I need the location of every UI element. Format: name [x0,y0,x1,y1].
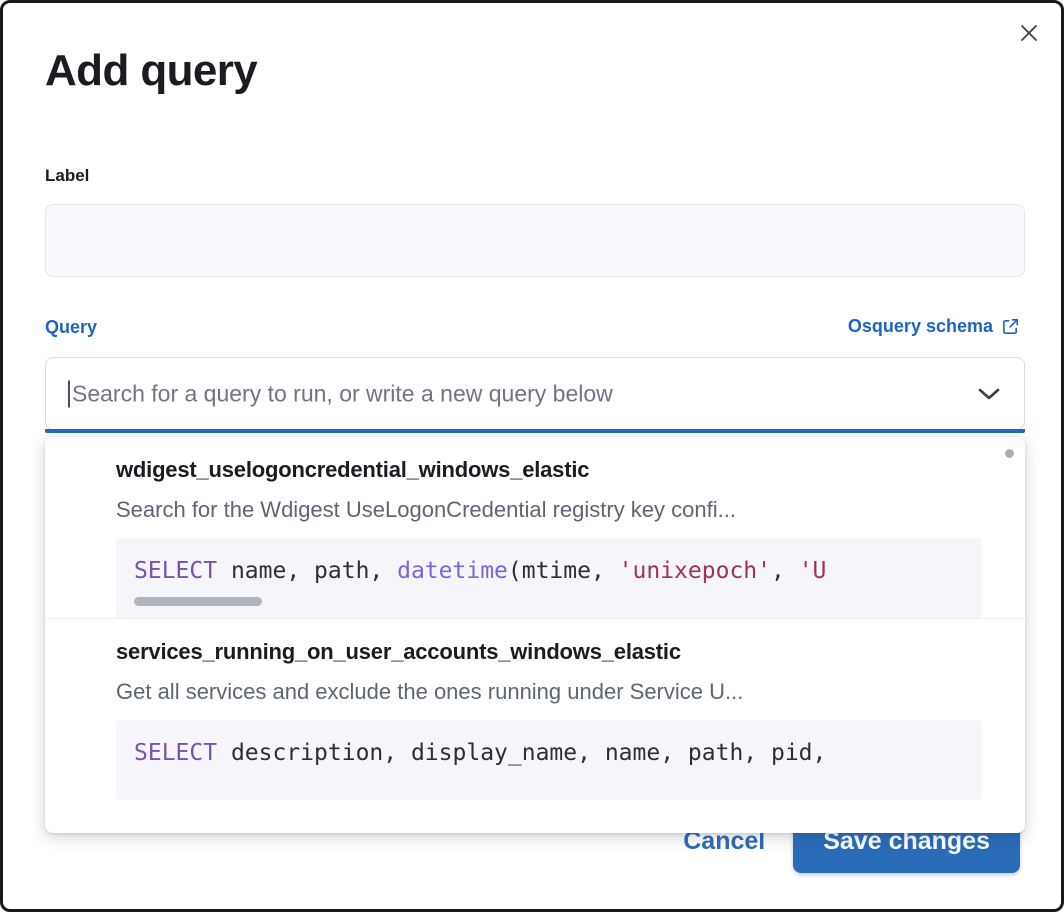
option-description: Get all services and exclude the ones ru… [116,679,744,704]
sql-code-line: SELECT name, path, datetime(mtime, 'unix… [134,558,827,584]
query-search-combobox[interactable]: Search for a query to run, or write a ne… [45,357,1025,430]
combobox-focus-underline [45,429,1025,433]
close-icon[interactable] [1011,15,1047,51]
osquery-schema-link-label: Osquery schema [847,316,993,336]
list-item[interactable]: services_running_on_user_accounts_window… [45,618,1025,800]
label-field-label: Label [45,166,90,185]
dropdown-scrollbar[interactable] [1005,449,1014,458]
chevron-down-icon[interactable] [976,386,1002,402]
external-link-icon [1001,317,1020,336]
sql-code-line: SELECT description, display_name, name, … [134,740,827,766]
query-search-placeholder: Search for a query to run, or write a ne… [72,380,613,406]
text-cursor [68,380,70,407]
query-suggestions-dropdown: wdigest_uselogoncredential_windows_elast… [45,437,1025,833]
label-input[interactable] [45,204,1025,277]
option-description: Search for the Wdigest UseLogonCredentia… [116,497,736,522]
osquery-schema-link[interactable]: Osquery schema [848,316,1020,337]
add-query-modal: Add query Label Query Osquery schema Sea… [3,3,1061,909]
option-title: wdigest_uselogoncredential_windows_elast… [116,457,590,482]
option-code-preview: SELECT name, path, datetime(mtime, 'unix… [116,538,982,618]
code-horizontal-scrollbar[interactable] [134,597,262,606]
query-field-label: Query [45,317,98,337]
option-code-preview: SELECT description, display_name, name, … [116,720,982,800]
list-item[interactable]: wdigest_uselogoncredential_windows_elast… [45,437,1025,618]
page-title: Add query [45,46,258,95]
option-title: services_running_on_user_accounts_window… [116,639,681,664]
